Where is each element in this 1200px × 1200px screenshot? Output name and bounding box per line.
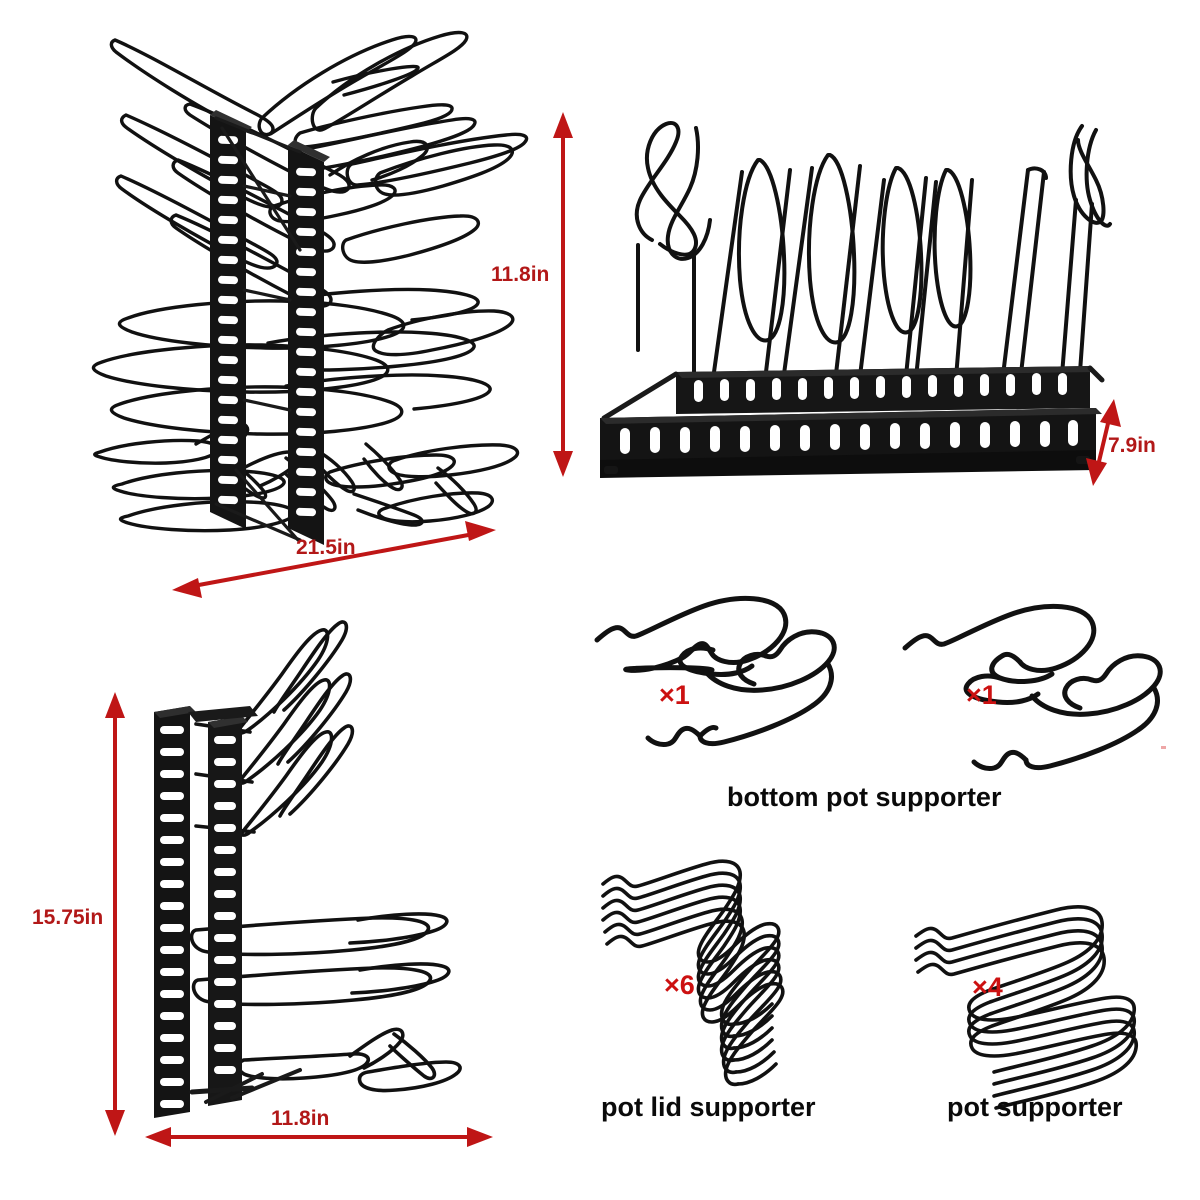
rack-top-view: [91, 30, 529, 545]
front-rail: [600, 408, 1102, 478]
slotted-rail-left-side: [154, 706, 196, 1118]
rack-side-view: [154, 620, 462, 1118]
arrow-height-front: [553, 112, 573, 477]
pot-supporter-parts: [914, 905, 1138, 1110]
arrow-height-side: [105, 692, 125, 1136]
slotted-rail-right-side: [208, 716, 248, 1106]
image-artifact-speck: [1161, 746, 1166, 749]
quantity-pot-supporter: ×4: [972, 972, 1003, 1002]
quantity-bottom-pot-supporter-right: ×1: [966, 680, 997, 710]
dimension-depth-front: 7.9in: [1108, 434, 1156, 457]
dimension-arrows: [105, 112, 1121, 1147]
rack-front-view: [600, 121, 1112, 478]
bottom-pot-supporter-right: [902, 603, 1163, 771]
arrow-depth-front: [1086, 399, 1121, 486]
label-pot-supporter: pot supporter: [947, 1092, 1123, 1122]
label-bottom-pot-supporter: bottom pot supporter: [727, 782, 1002, 812]
quantity-pot-lid-supporter: ×6: [664, 970, 695, 1000]
pot-lid-supporter-parts: [601, 859, 785, 1087]
dimension-width-top: 21.5in: [296, 536, 356, 559]
arrow-width-top: [172, 521, 496, 598]
dimension-width-side: 11.8in: [271, 1107, 330, 1130]
rear-rail: [676, 366, 1096, 414]
bottom-pot-supporter-parts: [594, 595, 1163, 771]
dimension-height-side: 15.75in: [32, 906, 104, 929]
quantity-bottom-pot-supporter-left: ×1: [659, 680, 690, 710]
dimension-height-front: 11.8in: [491, 263, 550, 286]
label-pot-lid-supporter: pot lid supporter: [601, 1092, 816, 1122]
bottom-pot-supporter-left: [594, 595, 837, 747]
arrow-width-side: [145, 1127, 493, 1147]
slotted-rail-left-top: [210, 110, 252, 529]
